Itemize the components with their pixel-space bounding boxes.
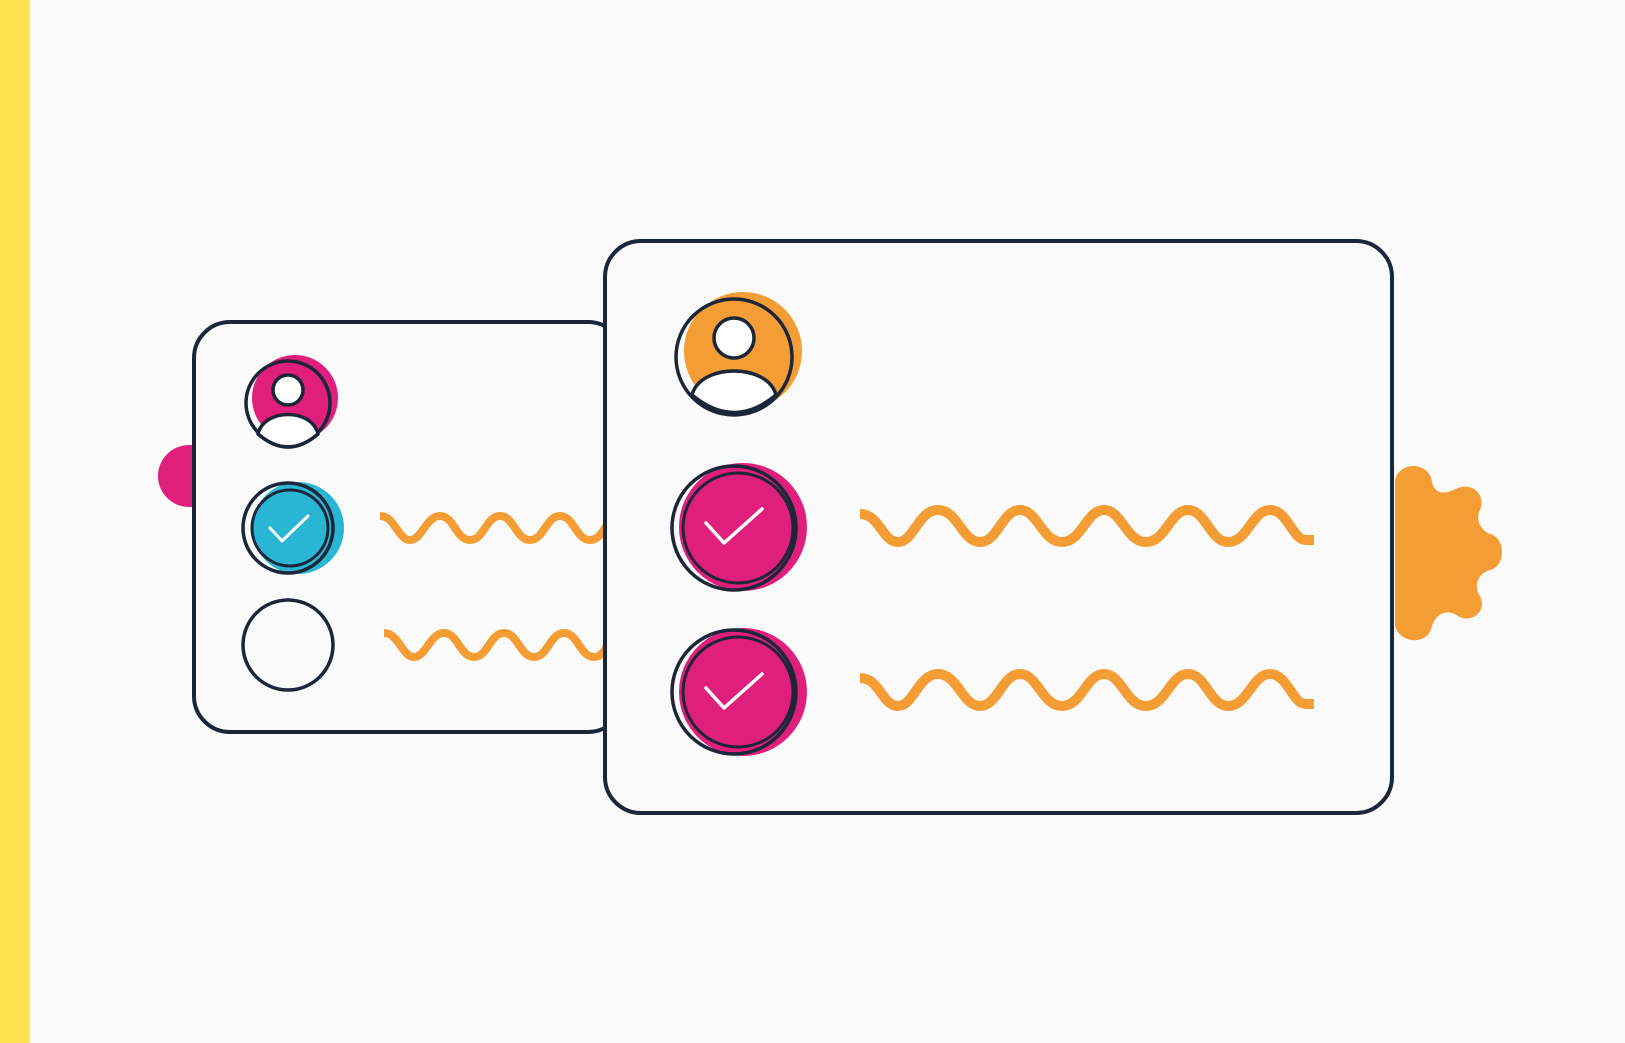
back-row-1[interactable] [241,481,612,575]
front-row-2[interactable] [670,628,1314,756]
side-accent-bar [0,0,30,1043]
text-placeholder-squiggle [859,504,1314,548]
orange-gear-shape [1395,465,1502,641]
check-circle-icon[interactable] [670,463,807,592]
user-avatar-icon [244,355,338,449]
check-circle-icon[interactable] [670,628,807,756]
front-card [603,239,1394,815]
text-placeholder-squiggle [859,668,1314,712]
back-row-2[interactable] [241,598,612,692]
empty-circle-icon[interactable] [241,598,335,692]
check-circle-icon[interactable] [241,481,344,575]
text-placeholder-squiggle [379,511,612,545]
back-card [192,320,626,734]
user-avatar-icon [674,292,802,417]
text-placeholder-squiggle [383,628,612,662]
front-row-1[interactable] [670,463,1314,592]
